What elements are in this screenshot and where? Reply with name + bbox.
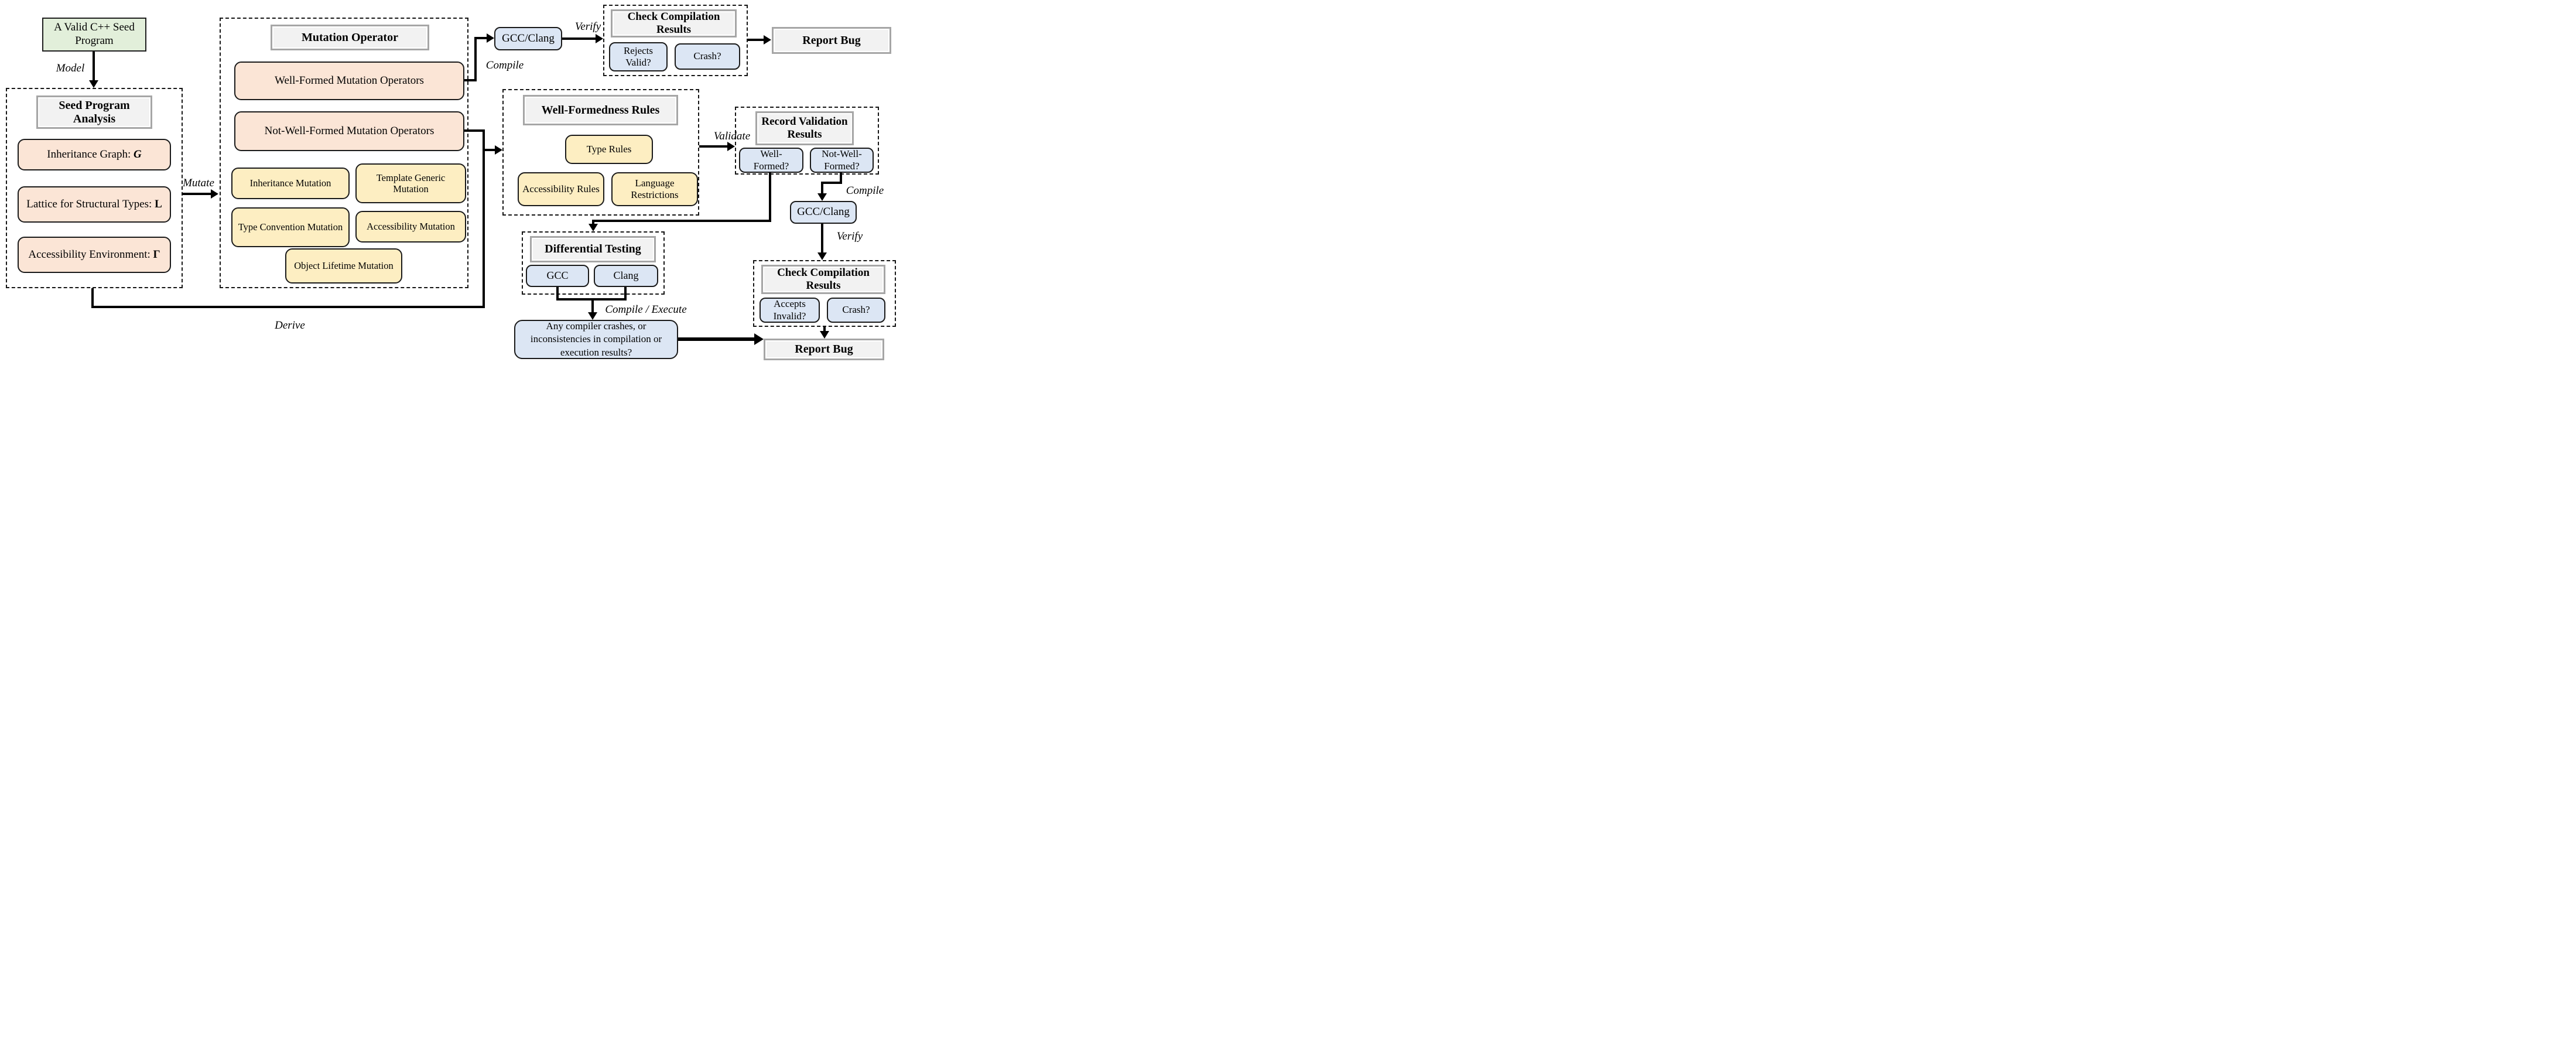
object-lifetime-mutation-box: Object Lifetime Mutation <box>285 248 402 284</box>
wfq-drop-line-2 <box>592 220 771 222</box>
not-well-formed-operators-box: Not-Well-Formed Mutation Operators <box>234 111 464 151</box>
report-arrowhead-top <box>764 35 771 45</box>
validate-arrow <box>699 145 727 148</box>
inheritance-graph-box: Inheritance Graph: G <box>18 139 171 170</box>
mutation-operator-group <box>220 18 468 288</box>
gcc-clang-box-right: GCC/Clang <box>790 201 857 224</box>
not-well-formed-question-box: Not-Well-Formed? <box>810 148 874 173</box>
gcc-drop-line <box>556 287 559 301</box>
nwfq-drop-line-1 <box>840 173 842 184</box>
wfq-arrowhead <box>589 224 598 231</box>
check-compilation-results-group-top <box>603 5 748 76</box>
report-arrow-top <box>748 39 764 41</box>
record-validation-results-group <box>735 107 879 175</box>
nwf-exit-line <box>464 129 485 132</box>
model-arrowhead <box>89 80 98 88</box>
execute-arrow-line <box>591 298 594 313</box>
wfq-drop-line-3 <box>592 220 594 224</box>
check-compilation-results-title-bottom: Check Compilation Results <box>761 265 885 294</box>
verify-label-right: Verify <box>836 230 863 243</box>
verify-arrowhead-right <box>817 252 827 260</box>
mutation-operator-title: Mutation Operator <box>271 25 429 50</box>
script-g-symbol: G <box>133 148 142 161</box>
verify-arrow-top <box>562 37 596 40</box>
validate-label: Validate <box>713 130 751 142</box>
nwf-derive-vertical <box>483 129 485 308</box>
rules-branch-arrowhead <box>495 145 502 155</box>
well-formed-question-box: Well-Formed? <box>739 148 803 173</box>
report-arrow-bottom-v <box>823 327 826 332</box>
seed-program-box: A Valid C++ Seed Program <box>42 18 146 52</box>
record-validation-results-title: Record Validation Results <box>755 111 854 145</box>
clang-box: Clang <box>594 265 658 287</box>
nwfq-arrowhead <box>817 193 827 201</box>
well-formedness-rules-title: Well-Formedness Rules <box>523 95 678 125</box>
derive-line-h <box>91 306 484 308</box>
inheritance-graph-label: Inheritance Graph: <box>47 148 134 161</box>
type-rules-box: Type Rules <box>565 135 653 164</box>
compile-label-top: Compile <box>485 59 524 71</box>
accessibility-mutation-box: Accessibility Mutation <box>355 211 466 243</box>
verify-label-top: Verify <box>574 21 601 33</box>
inheritance-mutation-box: Inheritance Mutation <box>231 168 350 199</box>
wf-compile-arrowhead <box>487 33 494 43</box>
nwfq-drop-line-2 <box>821 182 842 184</box>
seed-analysis-title: Seed Program Analysis <box>36 95 152 129</box>
fraktur-l-symbol: L <box>155 197 162 210</box>
wf-compile-line-1 <box>464 79 477 81</box>
accessibility-env-box: Accessibility Environment: Γ <box>18 237 171 273</box>
clang-drop-line <box>624 287 627 301</box>
gcc-box: GCC <box>526 265 589 287</box>
well-formed-operators-box: Well-Formed Mutation Operators <box>234 62 464 100</box>
question-box: Any compiler crashes, or inconsistencies… <box>514 320 678 359</box>
wfq-drop-line-1 <box>769 173 771 222</box>
accessibility-env-label: Accessibility Environment: <box>28 248 153 261</box>
derive-label: Derive <box>275 319 305 332</box>
question-report-arrowhead <box>754 333 764 345</box>
differential-testing-group <box>522 231 665 295</box>
language-restrictions-box: Language Restrictions <box>611 172 698 206</box>
rules-branch-line <box>484 149 495 151</box>
validate-arrowhead <box>727 142 735 151</box>
mutate-label: Mutate <box>183 177 214 189</box>
seed-analysis-group <box>6 88 183 288</box>
crash-box-bottom: Crash? <box>827 298 885 323</box>
mutate-arrow <box>183 193 211 195</box>
lattice-box: Lattice for Structural Types: L <box>18 186 171 223</box>
nwfq-drop-line-3 <box>821 182 823 193</box>
lattice-label: Lattice for Structural Types: <box>26 197 155 210</box>
flow-diagram: A Valid C++ Seed Program Model Seed Prog… <box>0 0 899 363</box>
well-formedness-rules-group <box>502 89 699 216</box>
accepts-invalid-box: Accepts Invalid? <box>760 298 820 323</box>
compile-execute-label: Compile / Execute <box>605 303 687 316</box>
model-arrow <box>93 52 95 81</box>
template-generic-mutation-box: Template Generic Mutation <box>355 163 466 203</box>
check-compilation-results-title-top: Check Compilation Results <box>611 9 737 37</box>
derive-line-v <box>91 288 94 307</box>
differential-testing-title: Differential Testing <box>530 236 656 262</box>
report-bug-box-bottom: Report Bug <box>764 339 884 360</box>
verify-arrowhead-top <box>596 34 603 43</box>
gamma-symbol: Γ <box>153 248 160 261</box>
type-convention-mutation-box: Type Convention Mutation <box>231 207 350 247</box>
model-label: Model <box>56 62 85 74</box>
wf-compile-line-2 <box>474 37 477 81</box>
check-compilation-results-group-bottom <box>753 260 896 327</box>
question-report-arrow <box>678 337 754 341</box>
mutate-arrowhead <box>211 189 218 199</box>
wf-compile-line-3 <box>474 37 487 39</box>
gcc-clang-box-top: GCC/Clang <box>494 27 562 50</box>
execute-arrowhead <box>588 312 597 320</box>
compile-label-right: Compile <box>846 185 884 197</box>
accessibility-rules-box: Accessibility Rules <box>518 172 604 206</box>
report-arrowhead-bottom <box>820 331 829 339</box>
verify-arrow-right <box>821 224 823 254</box>
crash-box-top: Crash? <box>675 43 740 70</box>
rejects-valid-box: Rejects Valid? <box>609 42 668 71</box>
report-bug-box-top: Report Bug <box>772 27 891 54</box>
